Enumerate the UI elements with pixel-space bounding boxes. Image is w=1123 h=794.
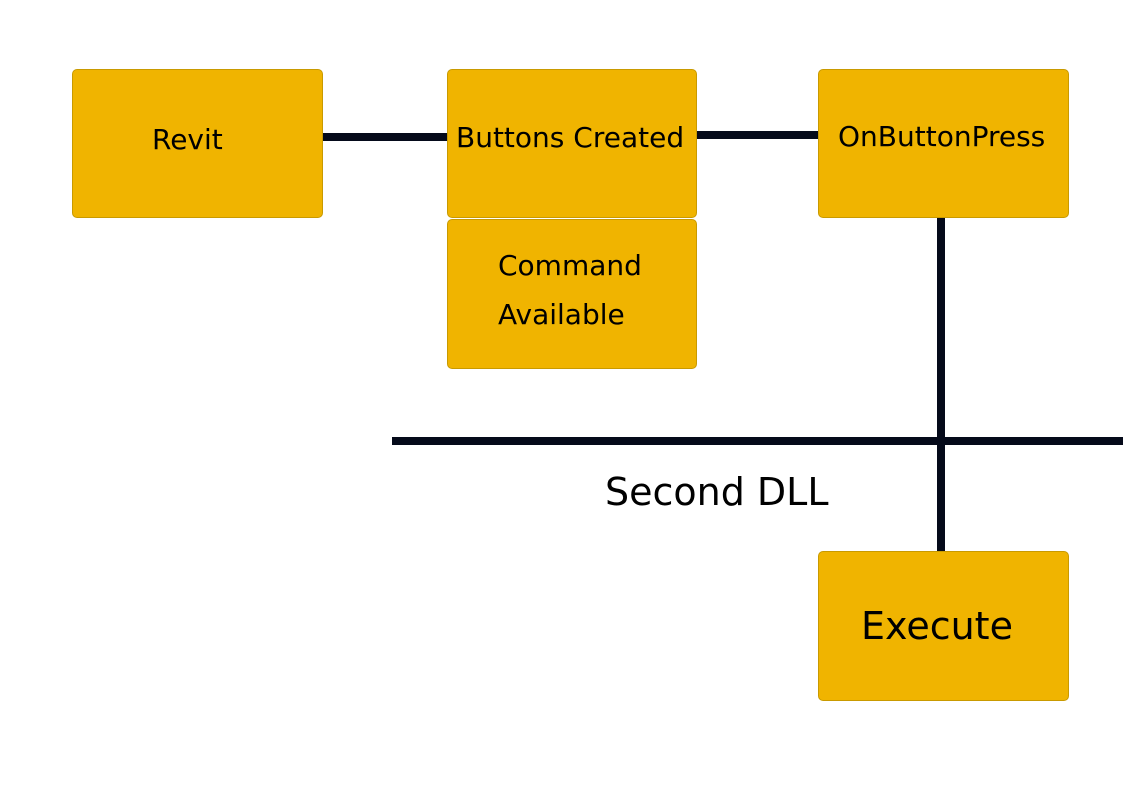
node-onbuttonpress: OnButtonPress bbox=[818, 69, 1069, 218]
node-buttons-created-label: Buttons Created bbox=[456, 121, 685, 154]
connector-revit-to-buttons-created bbox=[322, 133, 448, 141]
node-command-available: Command Available bbox=[447, 219, 697, 369]
node-revit: Revit bbox=[72, 69, 323, 218]
node-revit-label: Revit bbox=[152, 123, 223, 156]
node-execute: Execute bbox=[818, 551, 1069, 701]
node-command-available-line2: Available bbox=[498, 298, 625, 331]
connector-buttons-created-to-onbuttonpress bbox=[696, 131, 819, 139]
second-dll-label: Second DLL bbox=[605, 470, 829, 514]
node-execute-label: Execute bbox=[861, 604, 1013, 648]
node-command-available-line1: Command bbox=[498, 249, 642, 282]
node-onbuttonpress-label: OnButtonPress bbox=[838, 120, 1046, 153]
second-dll-separator-line bbox=[392, 437, 1123, 445]
node-buttons-created: Buttons Created bbox=[447, 69, 697, 218]
connector-onbuttonpress-to-execute bbox=[937, 217, 945, 552]
